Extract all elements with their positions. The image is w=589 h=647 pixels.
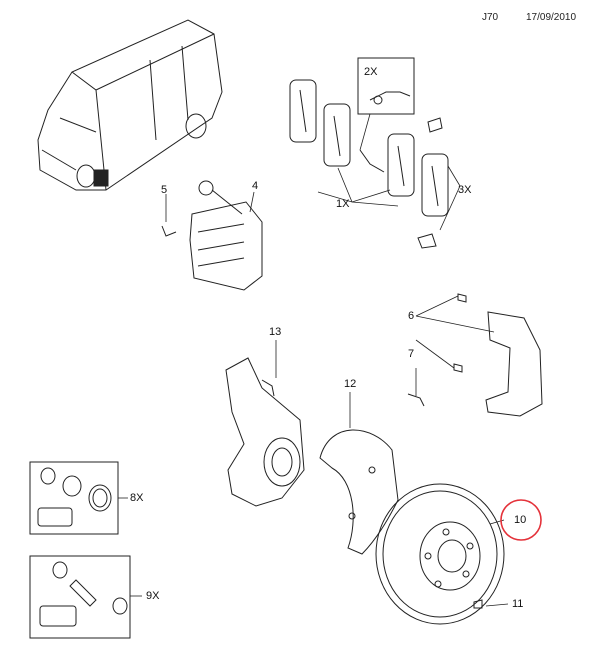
callout-7[interactable]: 7 [408,348,415,360]
seal-kit-box [29,461,119,535]
callout-4[interactable]: 4 [252,180,259,192]
callout-10[interactable]: 10 [514,514,527,526]
brake-caliper [161,180,263,291]
diagram-date: 17/09/2010 [526,12,577,23]
brake-disc [375,483,505,625]
callout-13[interactable]: 13 [269,326,282,338]
pad-clips [417,117,443,249]
callout-9x[interactable]: 9X [146,590,160,602]
callout-11[interactable]: 11 [512,598,524,610]
diagram-code: J70 [482,12,499,23]
callout-12[interactable]: 12 [344,378,357,390]
callout-3x[interactable]: 3X [458,184,472,196]
callout-2x[interactable]: 2X [364,66,378,78]
callout-10-highlight [500,499,542,541]
callout-1x[interactable]: 1X [336,198,350,210]
callout-6[interactable]: 6 [408,310,415,322]
dust-shield [319,429,399,555]
steering-knuckle [225,357,305,507]
callout-5[interactable]: 5 [161,184,168,196]
leader-lines [118,113,509,607]
wear-sensor-inset [357,57,415,173]
van-illustration [37,19,223,191]
callout-8x[interactable]: 8X [130,492,144,504]
caliper-carrier [407,293,543,417]
guide-pin-kit-box [29,555,131,639]
brake-pad-set [289,79,449,217]
